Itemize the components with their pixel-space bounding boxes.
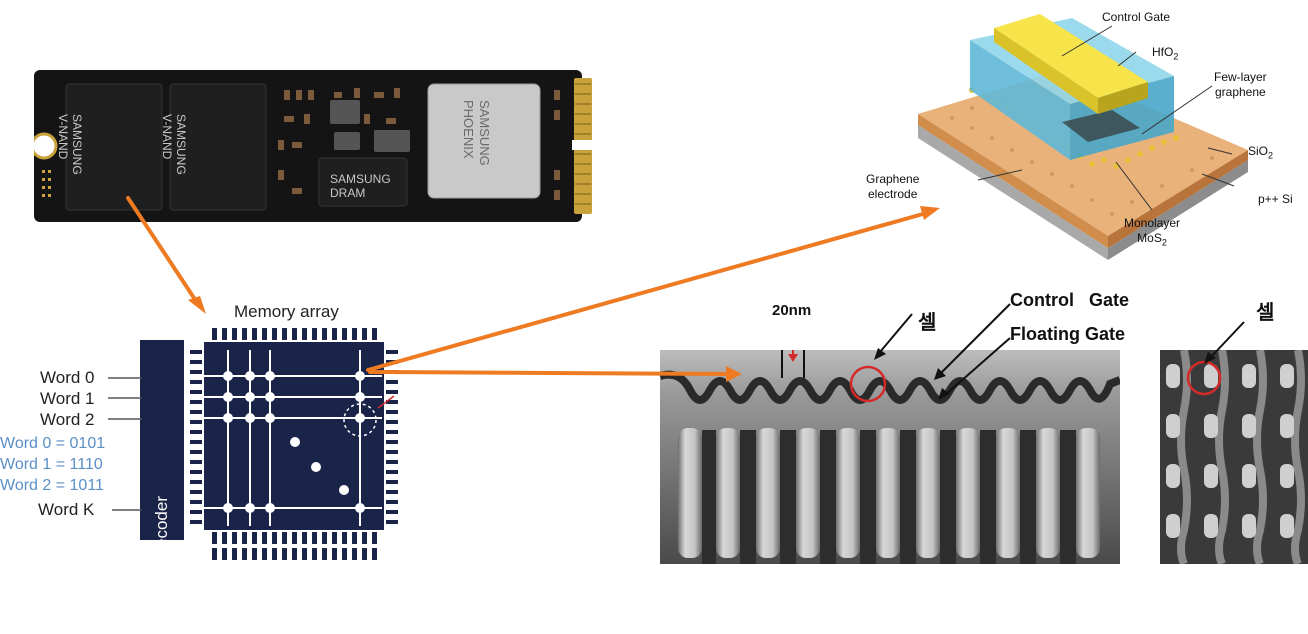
floating-gate-label: Floating Gate [1010, 324, 1126, 344]
word-1-label: Word 1 [40, 389, 95, 408]
cell-arrow-2 [1204, 321, 1245, 364]
word-leader-lines [108, 377, 142, 511]
word-k-label: Word K [38, 500, 95, 519]
cell-label-2: 셀 [1256, 300, 1275, 324]
ssd-module [34, 70, 592, 222]
graphene-device-3d [912, 10, 1252, 260]
sem-image-cross-section [660, 350, 1120, 564]
label-p-si: p++ Si [1258, 192, 1293, 206]
encoding-word-2: Word 2 = 1011 [0, 477, 104, 494]
control-gate-label: Control Gate [1010, 290, 1130, 310]
word-0-label: Word 0 [40, 368, 95, 387]
sem-image-top-view [1160, 350, 1308, 564]
sem-annotation-arrows [874, 303, 1011, 400]
label-hfo2: HfO2 [1152, 45, 1179, 62]
label-sio2: SiO2 [1248, 144, 1274, 161]
encoding-word-1: Word 1 = 1110 [0, 456, 103, 473]
connecting-arrows [126, 196, 940, 382]
word-2-label: Word 2 [40, 410, 95, 429]
label-control-gate: Control Gate [1102, 10, 1171, 24]
scale-label-20nm: 20nm [772, 302, 812, 319]
memory-array-diagram [140, 320, 405, 569]
memory-array-title: Memory array [234, 302, 339, 321]
encoding-word-0: Word 0 = 0101 [0, 435, 106, 452]
cell-label-1: 셀 [918, 310, 937, 334]
